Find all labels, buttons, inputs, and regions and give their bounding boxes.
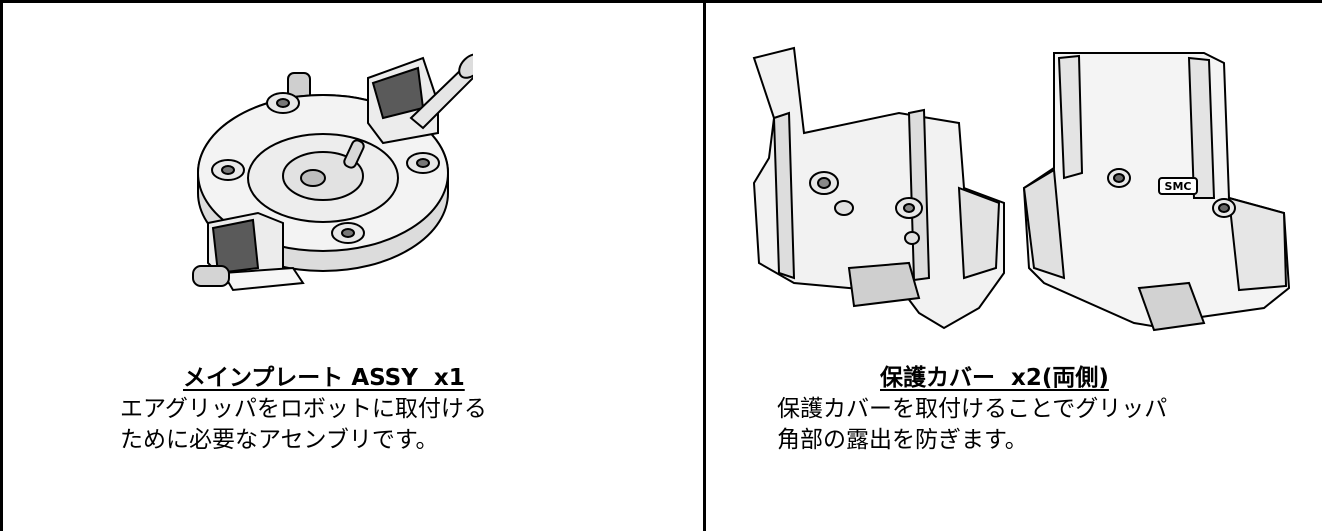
protective-cover-caption: 保護カバー x2(両側) 保護カバーを取付けることでグリッパ 角部の露出を防ぎま… xyxy=(777,363,1167,456)
main-plate-card: メインプレート ASSY x1 エアグリッパをロボットに取付ける ために必要なア… xyxy=(3,3,703,531)
protective-cover-description-line1: 保護カバーを取付けることでグリッパ xyxy=(777,396,1168,422)
smc-logo-text: SMC xyxy=(1165,180,1192,193)
main-plate-description-line2: ために必要なアセンブリです。 xyxy=(120,427,439,453)
main-plate-caption: メインプレート ASSY x1 エアグリッパをロボットに取付ける ために必要なア… xyxy=(120,363,487,456)
main-plate-assy-illustration xyxy=(192,53,473,292)
protective-cover-title: 保護カバー x2(両側) xyxy=(880,365,1109,391)
protective-cover-description-line2: 角部の露出を防ぎます。 xyxy=(777,427,1028,453)
panel-divider xyxy=(703,0,706,531)
main-plate-description-line1: エアグリッパをロボットに取付ける xyxy=(120,396,487,422)
protective-cover-illustration: SMC xyxy=(752,46,1291,332)
main-plate-title: メインプレート ASSY x1 xyxy=(183,365,465,391)
protective-cover-card: SMC 保護カバー x2(両側) 保護カバーを取付けることでグリッパ 角部の露出… xyxy=(706,3,1322,531)
